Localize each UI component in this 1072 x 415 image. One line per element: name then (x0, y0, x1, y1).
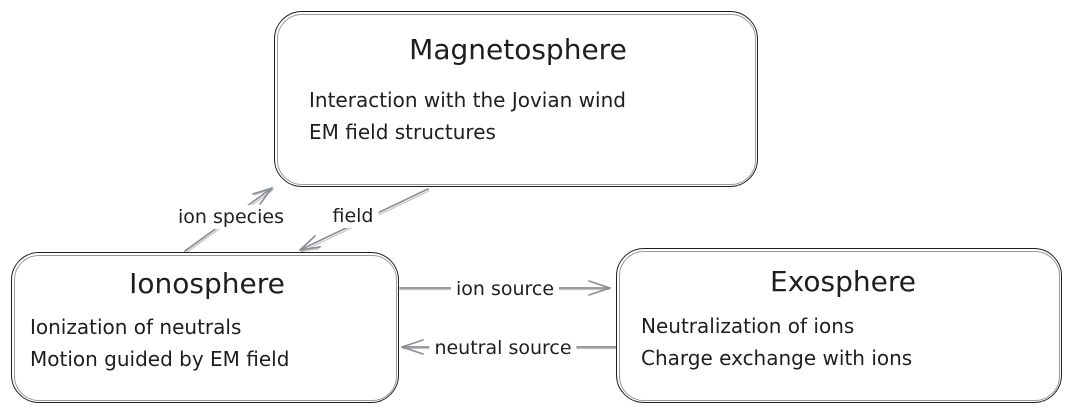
node-description-line: EM field structures (309, 120, 496, 144)
node-description-line: Interaction with the Jovian wind (309, 88, 626, 112)
node-ionosphere: Ionosphere Ionization of neutrals Motion… (11, 252, 399, 403)
node-description-line: Ionization of neutrals (30, 315, 242, 339)
node-description-line: Charge exchange with ions (641, 346, 913, 370)
edge-label-ion-source: ion source (450, 277, 560, 301)
edge-label-neutral-source: neutral source (429, 336, 577, 360)
edge-label-ion-species: ion species (173, 205, 289, 229)
node-title: Exosphere (770, 265, 916, 298)
node-title: Ionosphere (129, 267, 285, 300)
node-title: Magnetosphere (409, 33, 627, 66)
node-description-line: Neutralization of ions (641, 314, 855, 338)
node-exosphere: Exosphere Neutralization of ions Charge … (616, 248, 1062, 403)
node-description: Neutralization of ions Charge exchange w… (641, 310, 1045, 374)
node-description-line: Motion guided by EM field (30, 347, 290, 371)
edge-label-field: field (327, 204, 379, 228)
node-description: Interaction with the Jovian wind EM fiel… (309, 84, 727, 148)
node-description: Ionization of neutrals Motion guided by … (30, 311, 384, 375)
node-magnetosphere: Magnetosphere Interaction with the Jovia… (274, 11, 758, 187)
